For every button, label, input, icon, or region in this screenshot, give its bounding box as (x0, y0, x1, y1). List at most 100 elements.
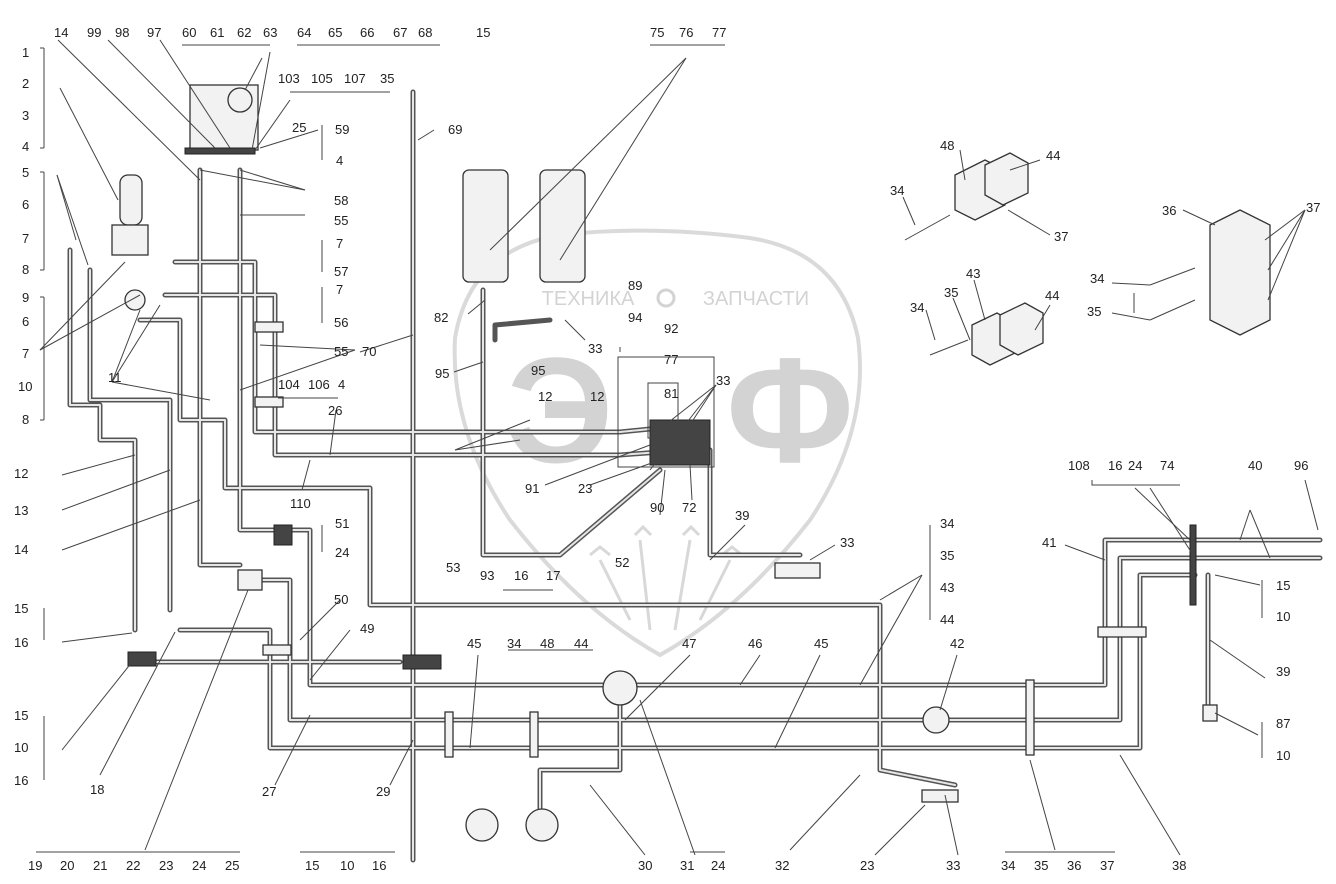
label-11: 11 (108, 370, 122, 385)
plate-108 (1189, 524, 1197, 606)
label-35b: 35 (1034, 858, 1048, 873)
tee-29 (402, 654, 442, 670)
clamp-part-44 (984, 152, 1029, 206)
tee-18 (127, 651, 157, 667)
clamp-g (444, 711, 454, 758)
label-46: 46 (748, 636, 762, 651)
bolt-34c (1149, 267, 1196, 286)
label-24d: 24 (1128, 458, 1142, 473)
label-15d: 15 (1276, 578, 1290, 593)
hose-highlights (69, 91, 1321, 861)
label-68: 68 (418, 25, 432, 40)
label-97: 97 (147, 25, 161, 40)
label-63: 63 (263, 25, 277, 40)
label-10a: 10 (18, 379, 32, 394)
label-50: 50 (334, 592, 348, 607)
clamp-c (262, 644, 292, 656)
label-61: 61 (210, 25, 224, 40)
label-105: 105 (311, 71, 333, 86)
label-34d: 34 (890, 183, 904, 198)
watermark-letter-f: Ф (726, 326, 854, 494)
label-26: 26 (328, 403, 342, 418)
label-39b: 39 (1276, 664, 1290, 679)
label-44d: 44 (1045, 288, 1059, 303)
callout-labels: 14 99 98 97 60 61 62 63 64 65 66 67 68 1… (14, 25, 1320, 873)
label-14b: 14 (14, 542, 28, 557)
label-77-top: 77 (712, 25, 726, 40)
label-55b: 55 (334, 344, 348, 359)
label-40: 40 (1248, 458, 1262, 473)
label-24c: 24 (711, 858, 725, 873)
label-52: 52 (615, 555, 629, 570)
clamp-part-44b (999, 302, 1044, 356)
label-7b: 7 (336, 282, 343, 297)
valve-ring (124, 289, 146, 311)
leader-lines (36, 39, 1319, 856)
label-35e: 35 (944, 285, 958, 300)
label-90: 90 (650, 500, 664, 515)
tank-left (465, 808, 499, 842)
label-45a: 45 (467, 636, 481, 651)
clamp-b (254, 396, 284, 408)
block-23 (921, 789, 959, 803)
label-35-top: 35 (380, 71, 394, 86)
label-32: 32 (775, 858, 789, 873)
label-38: 38 (1172, 858, 1186, 873)
label-10e: 10 (1276, 748, 1290, 763)
valve-22 (237, 569, 263, 591)
label-5: 5 (22, 165, 29, 180)
label-12a: 12 (14, 466, 28, 481)
label-33b: 33 (716, 373, 730, 388)
components (111, 57, 1271, 842)
label-10d: 10 (1276, 609, 1290, 624)
label-72: 72 (682, 500, 696, 515)
label-44c: 44 (1046, 148, 1060, 163)
label-47: 47 (682, 636, 696, 651)
label-34c: 34 (940, 516, 954, 531)
label-65: 65 (328, 25, 342, 40)
clamp-a (254, 321, 284, 333)
label-94: 94 (628, 310, 642, 325)
hose-network (67, 89, 1323, 863)
watermark-shield (452, 228, 862, 658)
label-10b: 10 (14, 740, 28, 755)
label-16d: 16 (372, 858, 386, 873)
label-35d: 35 (1087, 304, 1101, 319)
label-108: 108 (1068, 458, 1090, 473)
box-92 (617, 356, 715, 468)
hose-41 (247, 555, 1198, 723)
tee-47 (602, 670, 638, 706)
label-43b: 43 (966, 266, 980, 281)
label-37b: 37 (1054, 229, 1068, 244)
label-33c: 33 (840, 535, 854, 550)
label-96: 96 (1294, 458, 1308, 473)
label-16c: 16 (514, 568, 528, 583)
label-15a: 15 (14, 601, 28, 616)
label-57: 57 (334, 264, 348, 279)
label-7a: 7 (336, 236, 343, 251)
label-45b: 45 (814, 636, 828, 651)
label-8a: 8 (22, 262, 29, 277)
label-77b: 77 (664, 352, 678, 367)
label-37c: 37 (1306, 200, 1320, 215)
label-53: 53 (446, 560, 460, 575)
label-24a: 24 (192, 858, 206, 873)
label-39a: 39 (735, 508, 749, 523)
bolt-34d (1149, 299, 1196, 321)
label-22: 22 (126, 858, 140, 873)
hose-14 (197, 167, 243, 568)
label-17: 17 (546, 568, 560, 583)
watermark-text-2: ЗАПЧАСТИ (703, 288, 809, 310)
label-23a: 23 (159, 858, 173, 873)
label-36b: 36 (1162, 203, 1176, 218)
label-36a: 36 (1067, 858, 1081, 873)
control-lever (244, 57, 263, 91)
label-98: 98 (115, 25, 129, 40)
bolt-34b (929, 339, 969, 356)
label-18: 18 (90, 782, 104, 797)
label-49: 49 (360, 621, 374, 636)
label-35c: 35 (940, 548, 954, 563)
label-48b: 48 (940, 138, 954, 153)
label-43a: 43 (940, 580, 954, 595)
